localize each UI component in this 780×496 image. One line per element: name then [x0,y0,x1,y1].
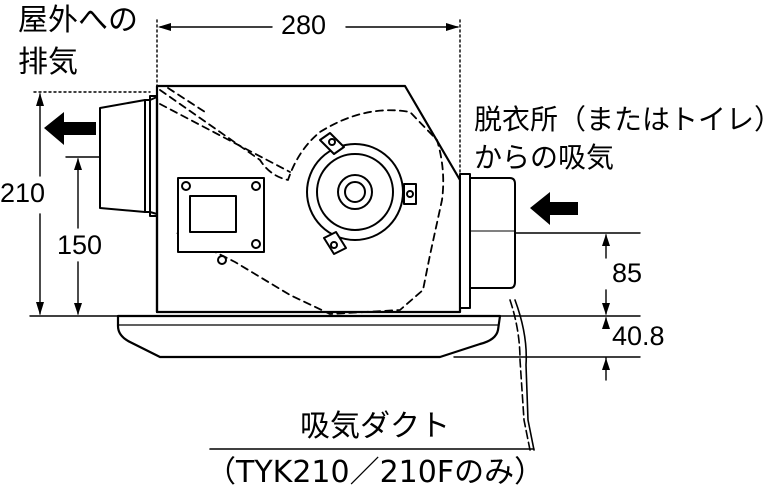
dimension-inlet-height: 85 [612,258,643,288]
dimension-total-height: 210 [0,178,46,208]
dimension-panel-height: 40.8 [612,321,665,351]
dimension-left-lines [29,91,151,317]
dimension-width: 280 [281,10,327,40]
intake-hose [509,299,535,451]
intake-duct [459,173,516,309]
dimension-outlet-height: 150 [57,230,103,260]
fan-motor [306,132,417,255]
exhaust-label-line1: 屋外への [18,3,138,38]
intake-arrow-icon [530,192,578,225]
exhaust-arrow-icon [44,112,96,145]
duct-models-label: （TYK210／210Fのみ） [206,455,545,490]
exhaust-duct [99,95,158,217]
duct-name-label: 吸気ダクト [300,409,450,444]
ceiling-panel [116,314,502,359]
scroll-casing [159,87,445,315]
junction-box [177,177,265,265]
exhaust-label-line2: 排気 [18,45,78,80]
intake-label-line2: からの吸気 [474,141,615,174]
intake-label-line1: 脱衣所（またはトイレ） [474,103,780,136]
